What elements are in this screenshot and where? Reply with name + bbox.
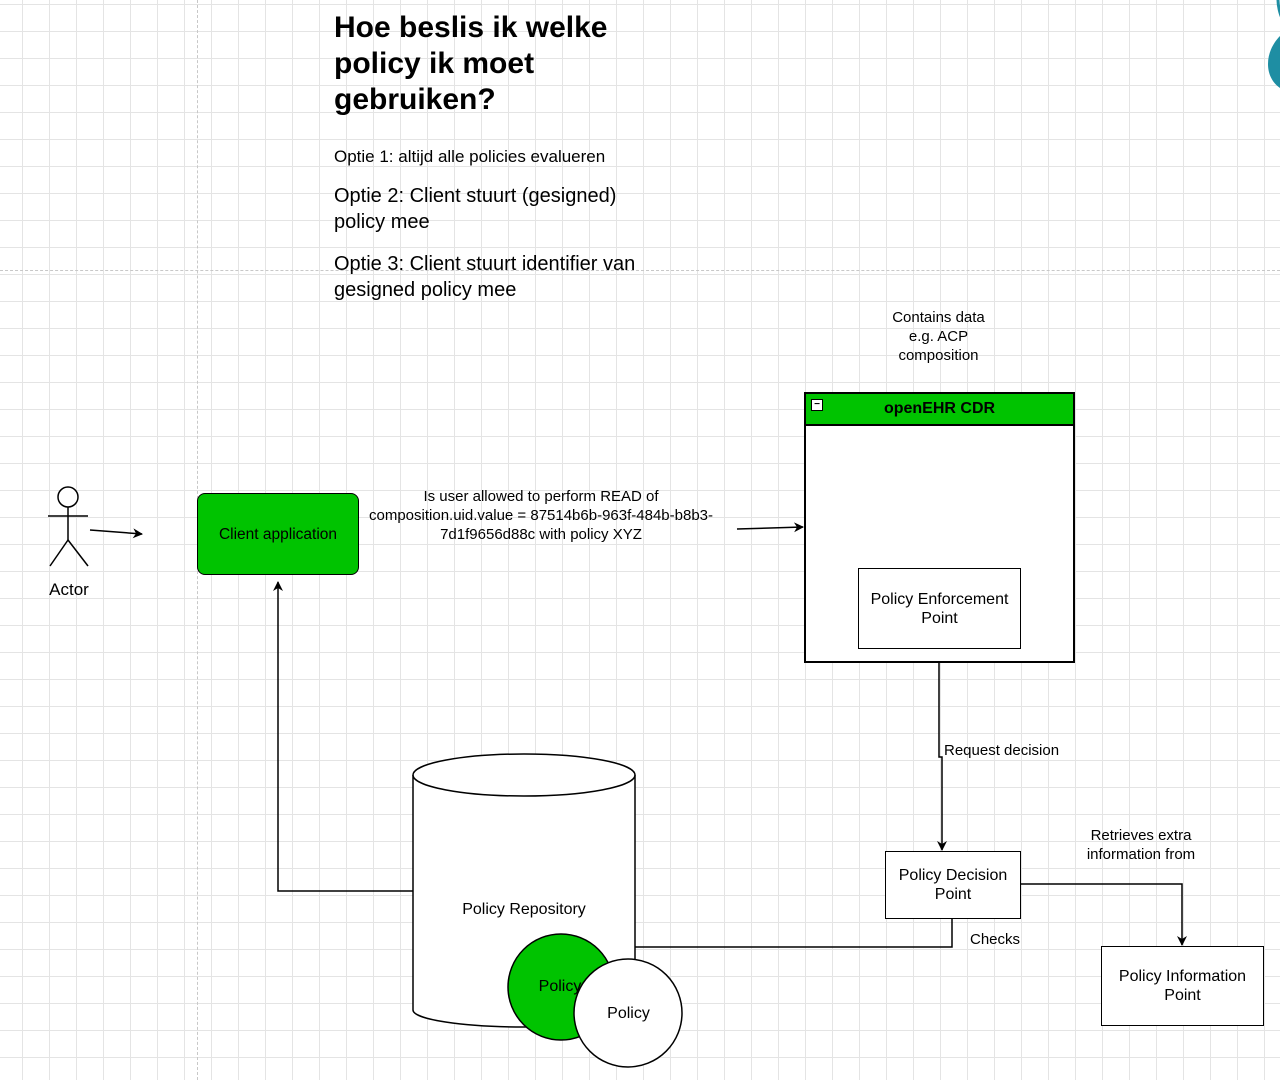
page-break-horizontal: [0, 270, 1280, 271]
request-decision-label: Request decision: [944, 742, 1060, 759]
policy-white-label: Policy: [607, 1005, 650, 1022]
policy-enforcement-point-box[interactable]: Policy Enforcement Point: [858, 568, 1021, 649]
request-decision-arrow[interactable]: [937, 663, 947, 851]
pdp-to-pip-arrow[interactable]: [1021, 883, 1187, 946]
policy-information-point-box[interactable]: Policy Information Point: [1101, 946, 1264, 1026]
policy-repository-label: Policy Repository: [462, 901, 586, 918]
repo-to-client-arrow[interactable]: [273, 581, 413, 892]
cdr-title: openEHR CDR: [883, 400, 996, 417]
checks-label: Checks: [969, 931, 1021, 948]
partial-teal-shape: [1268, 0, 1280, 90]
actor-label: Actor: [49, 580, 89, 599]
page-title[interactable]: Hoe beslis ik welke policy ik moet gebru…: [334, 11, 608, 116]
checks-arrow[interactable]: [599, 919, 953, 952]
collapse-icon[interactable]: −: [811, 399, 823, 411]
actor-to-client-arrow[interactable]: [89, 528, 143, 539]
cdr-header[interactable]: − openEHR CDR: [806, 394, 1073, 426]
option-1-text[interactable]: Optie 1: altijd alle policies evalueren: [334, 147, 606, 166]
option-2-text[interactable]: Optie 2: Client stuurt (gesigned) policy…: [334, 185, 617, 233]
request-question-label: Is user allowed to perform READ of compo…: [369, 488, 713, 543]
policy-decision-point-box[interactable]: Policy Decision Point: [885, 851, 1021, 919]
policy-green-label: Policy: [538, 978, 582, 995]
cdr-contains-note: Contains data e.g. ACP composition: [892, 309, 985, 364]
client-application-box[interactable]: Client application: [197, 493, 359, 575]
client-to-cdr-arrow[interactable]: [736, 522, 804, 533]
policy-white-circle[interactable]: [573, 958, 683, 1068]
retrieves-info-label: Retrieves extra information from: [1086, 827, 1196, 863]
actor-icon[interactable]: [48, 486, 89, 567]
option-3-text[interactable]: Optie 3: Client stuurt identifier van ge…: [334, 253, 636, 301]
